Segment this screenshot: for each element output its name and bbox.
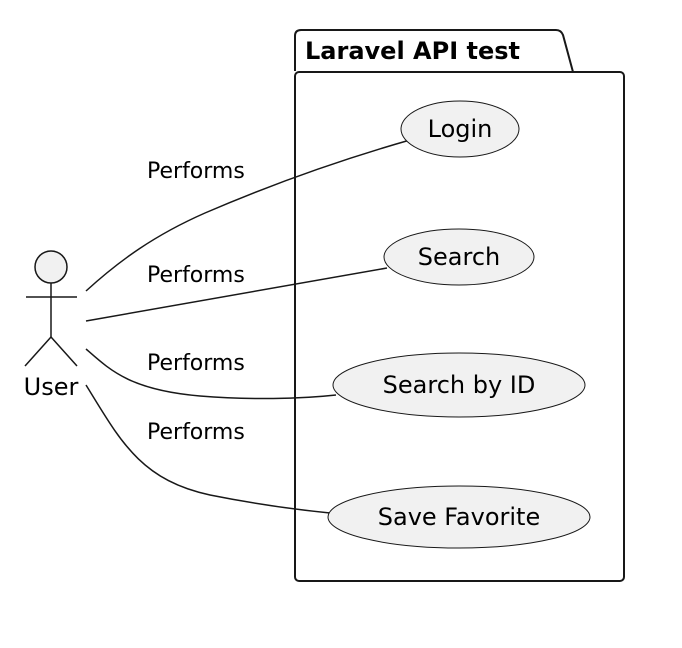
use-case-search: Search [383,228,535,286]
use-case-label: Search by ID [383,371,536,399]
actor-user: User [24,250,79,401]
use-case-ellipse [383,228,535,286]
use-case-label: Save Favorite [378,503,540,531]
actor-head [34,250,68,284]
package-title: Laravel API test [305,37,520,65]
edge-label: Performs [147,420,245,445]
use-case-save-favorite: Save Favorite [327,485,591,549]
actor-right-leg [50,336,78,367]
use-case-label: Login [428,115,493,143]
use-case-search-by-id: Search by ID [332,352,586,418]
edge-user-search-by-id [85,348,337,400]
actor-left-leg [24,336,52,367]
edge-user-login [85,139,411,292]
use-case-ellipse [332,352,586,418]
edge-user-save-favorite [85,384,331,514]
package-body [294,71,625,582]
edge-label: Performs [147,159,245,184]
edge-label: Performs [147,351,245,376]
edge-user-search [85,267,388,322]
package-tab [294,29,574,73]
use-case-ellipse [400,100,520,158]
edge-labels: Performs Performs Performs Performs [147,159,245,445]
actor-label: User [24,373,79,401]
edges [85,139,411,514]
use-case-ellipse [327,485,591,549]
package: Laravel API test [294,29,625,582]
use-case-label: Search [418,243,500,271]
use-case-login: Login [400,100,520,158]
edge-label: Performs [147,263,245,288]
